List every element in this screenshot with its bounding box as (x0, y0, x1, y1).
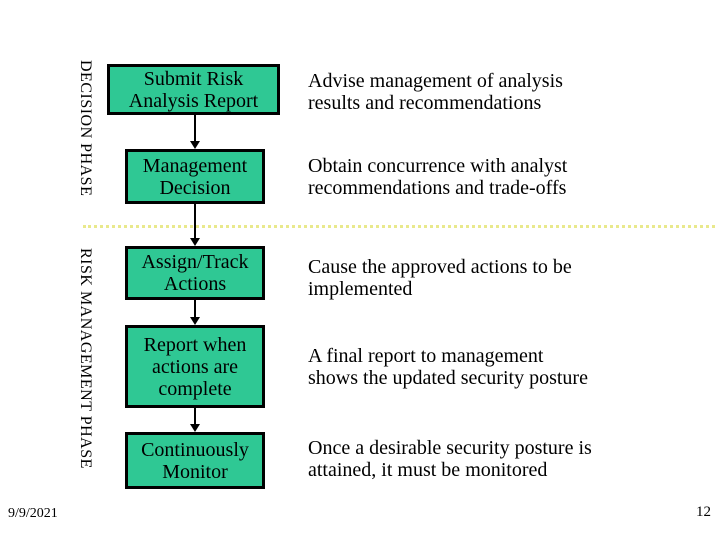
phase-label-decision: DECISION PHASE (77, 60, 94, 197)
arrow-shaft (194, 204, 196, 238)
arrow-shaft (194, 408, 196, 424)
description-line: implemented (308, 278, 413, 300)
box-line: Report when (143, 333, 247, 356)
box-line: Submit Risk (143, 67, 244, 90)
footer-date: 9/9/2021 (8, 506, 58, 521)
flow-box-continuously-monitor: Continuously Monitor (125, 432, 265, 489)
flow-arrow-down-icon (189, 204, 201, 246)
box-line: Analysis Report (128, 89, 259, 112)
flow-arrow-down-icon (189, 300, 201, 325)
arrow-head (190, 238, 200, 246)
flow-box-assign-track-actions: Assign/Track Actions (125, 246, 265, 300)
description-line: recommendations and trade-offs (308, 177, 567, 199)
phase-divider-line (83, 225, 715, 228)
box-line: Monitor (162, 460, 228, 483)
box-line: Decision (159, 176, 231, 199)
arrow-head (190, 141, 200, 149)
step-description: A final report to management shows the u… (308, 345, 678, 389)
box-line: Continuously (141, 438, 249, 461)
page-number: 12 (696, 504, 711, 520)
box-line: Actions (163, 273, 227, 295)
box-line: complete (158, 377, 232, 400)
description-line: results and recommendations (308, 92, 542, 114)
description-line: Once a desirable security posture is (308, 437, 592, 459)
arrow-head (190, 317, 200, 325)
flow-box-submit-risk-analysis-report: Submit Risk Analysis Report (107, 64, 280, 115)
phase-label-risk-management: RISK MANAGEMENT PHASE (77, 248, 94, 469)
step-description: Obtain concurrence with analyst recommen… (308, 155, 678, 199)
arrow-shaft (194, 115, 196, 141)
flow-box-management-decision: Management Decision (125, 149, 265, 204)
box-line: Management (142, 154, 248, 177)
box-line: actions are (151, 355, 239, 378)
flow-box-report-when-actions-complete: Report when actions are complete (125, 325, 265, 408)
description-line: Cause the approved actions to be (308, 256, 572, 278)
description-line: Obtain concurrence with analyst (308, 155, 568, 177)
description-line: attained, it must be monitored (308, 459, 548, 481)
box-line: Assign/Track (141, 251, 249, 273)
step-description: Cause the approved actions to be impleme… (308, 256, 678, 300)
arrow-shaft (194, 300, 196, 317)
description-line: shows the updated security posture (308, 367, 588, 389)
flow-arrow-down-icon (189, 115, 201, 149)
description-line: Advise management of analysis (308, 70, 563, 92)
step-description: Once a desirable security posture is att… (308, 437, 678, 481)
flow-arrow-down-icon (189, 408, 201, 432)
arrow-head (190, 424, 200, 432)
description-line: A final report to management (308, 345, 544, 367)
step-description: Advise management of analysis results an… (308, 70, 678, 114)
